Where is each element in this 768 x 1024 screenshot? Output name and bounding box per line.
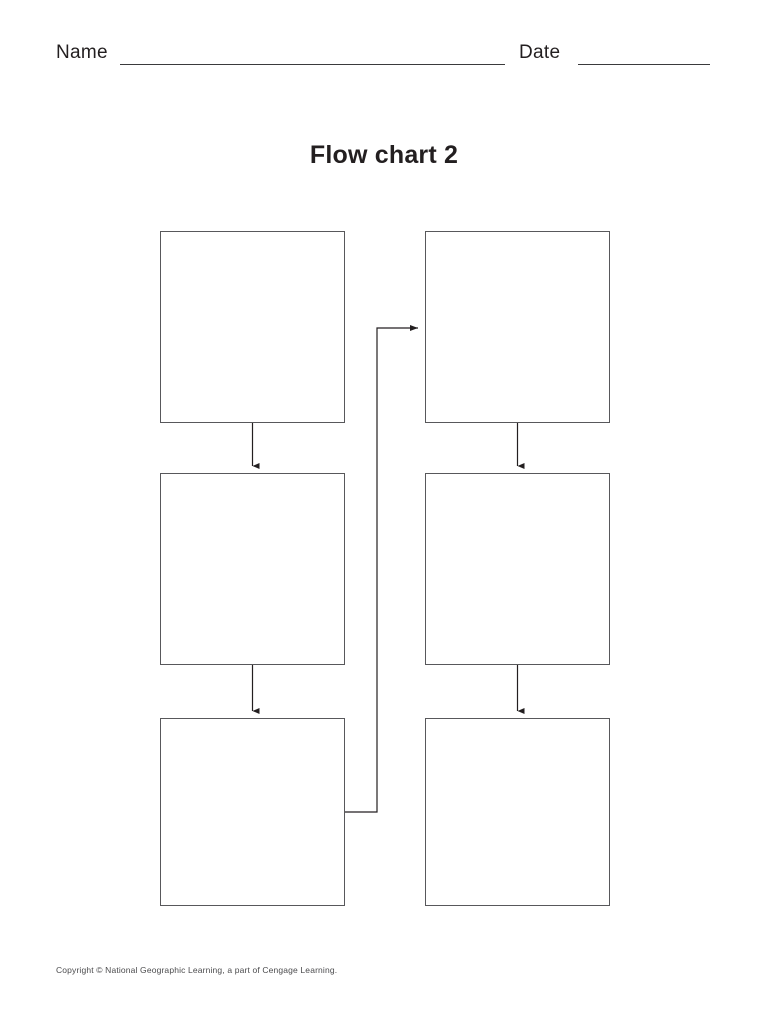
flow-box-right-3[interactable] bbox=[425, 718, 610, 906]
arrow-left-3-to-right-1 bbox=[345, 325, 418, 813]
flow-box-left-2[interactable] bbox=[160, 473, 345, 665]
flow-box-right-2[interactable] bbox=[425, 473, 610, 665]
page-title: Flow chart 2 bbox=[309, 141, 459, 169]
date-input-line[interactable] bbox=[578, 64, 710, 65]
flow-box-left-1[interactable] bbox=[160, 231, 345, 423]
flow-box-right-1[interactable] bbox=[425, 231, 610, 423]
name-input-line[interactable] bbox=[120, 64, 505, 65]
footer-copyright: Copyright © National Geographic Learning… bbox=[56, 965, 338, 975]
worksheet-header: Name Date bbox=[0, 38, 768, 72]
name-label: Name bbox=[56, 42, 108, 63]
date-label: Date bbox=[519, 42, 561, 63]
flow-box-left-3[interactable] bbox=[160, 718, 345, 906]
